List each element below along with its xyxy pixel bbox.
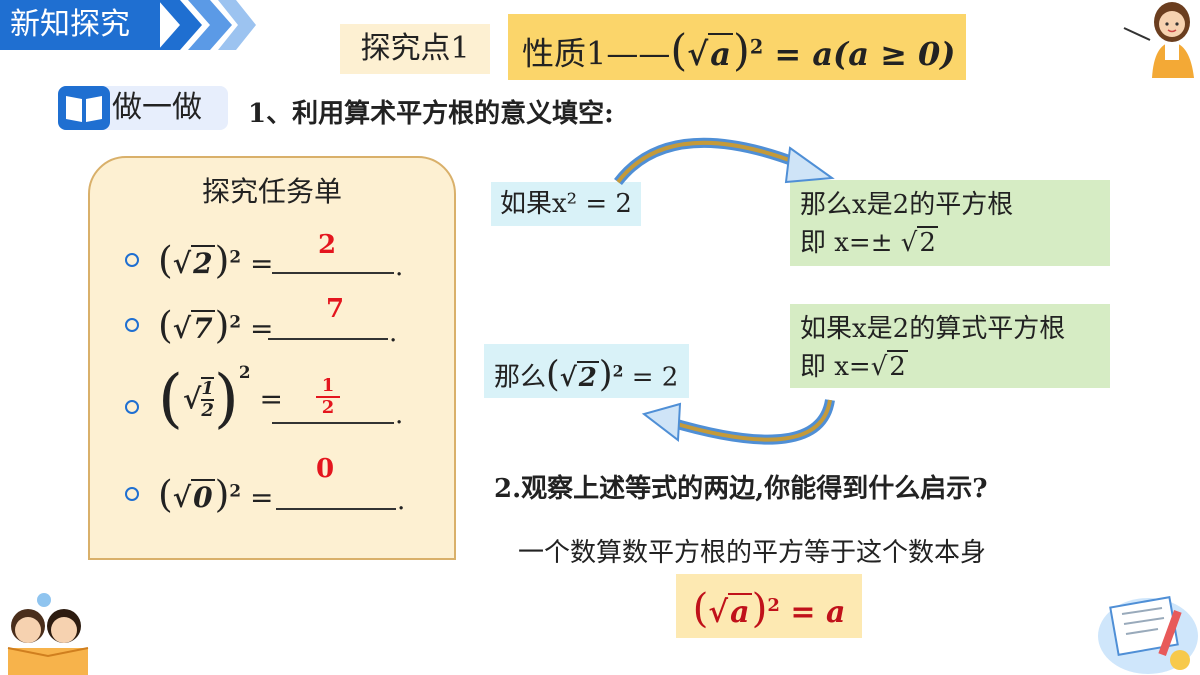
period: .: [395, 400, 404, 430]
task-row-4-answer: 0: [315, 454, 335, 484]
task-row-2-answer: 7: [325, 294, 345, 324]
curved-arrow-top-icon: [614, 137, 835, 186]
task-row-1-answer: 2: [317, 230, 337, 260]
curved-arrow-bottom-icon: [641, 398, 835, 445]
if-box-2: 如果x是2的算式平方根 即 x=√2: [790, 304, 1110, 388]
if-box-2-line-2: 即 x=√2: [800, 350, 908, 382]
explore-point-label: 探究点1: [340, 24, 490, 74]
task-row-2-expression: (√7)2 =: [158, 303, 274, 347]
final-formula: (√a)2 = a: [676, 574, 862, 638]
bullet-icon: [125, 318, 139, 332]
task-row-2-blank[interactable]: [268, 338, 388, 340]
task-card-title: 探究任务单: [201, 175, 342, 208]
section-tag: 新知探究: [0, 0, 160, 50]
teacher-illustration: [1123, 2, 1194, 78]
then-box-2: 那么(√2)2 = 2: [484, 344, 689, 398]
conclusion-text: 一个数算数平方根的平方等于这个数本身: [518, 538, 987, 568]
chevron-decoration-icon: [158, 0, 256, 50]
bullet-icon: [125, 400, 139, 414]
then-box-1-line-2: 即 x=± √2: [800, 226, 938, 258]
property-rhs: = a(a ≥ 0): [763, 34, 956, 73]
property-exponent: 2: [749, 35, 764, 58]
task-row-4-blank[interactable]: [276, 508, 396, 510]
kids-reading-illustration: [7, 593, 89, 675]
if-box-2-line-1: 如果x是2的算式平方根: [800, 314, 1066, 344]
question-2: 2.观察上述等式的两边,你能得到什么启示?: [494, 474, 988, 504]
task-row-3-blank[interactable]: [272, 422, 394, 424]
property-prefix: 性质1——: [522, 34, 671, 73]
then-box-1: 那么x是2的平方根 即 x=± √2: [790, 180, 1110, 266]
then-box-1-line-1: 那么x是2的平方根: [800, 190, 1014, 220]
task-row-4-expression: (√0)2 =: [158, 472, 274, 516]
period: .: [389, 318, 398, 348]
period: .: [397, 486, 406, 516]
property-banner: 性质1——(√a)2 = a(a ≥ 0): [508, 14, 966, 80]
task-row-1-blank[interactable]: [272, 272, 394, 274]
activity-label: 做一做: [112, 90, 202, 125]
period: .: [395, 252, 404, 282]
bullet-icon: [125, 253, 139, 267]
task-row-1-expression: (√2)2 =: [158, 238, 274, 282]
book-icon: [58, 86, 110, 130]
property-radicand: a: [708, 32, 733, 73]
question-1: 1、利用算术平方根的意义填空:: [248, 99, 614, 129]
math-book-illustration: [1098, 595, 1198, 674]
task-card: [88, 156, 456, 560]
bullet-icon: [125, 487, 139, 501]
if-box-1: 如果x² = 2: [491, 182, 641, 226]
